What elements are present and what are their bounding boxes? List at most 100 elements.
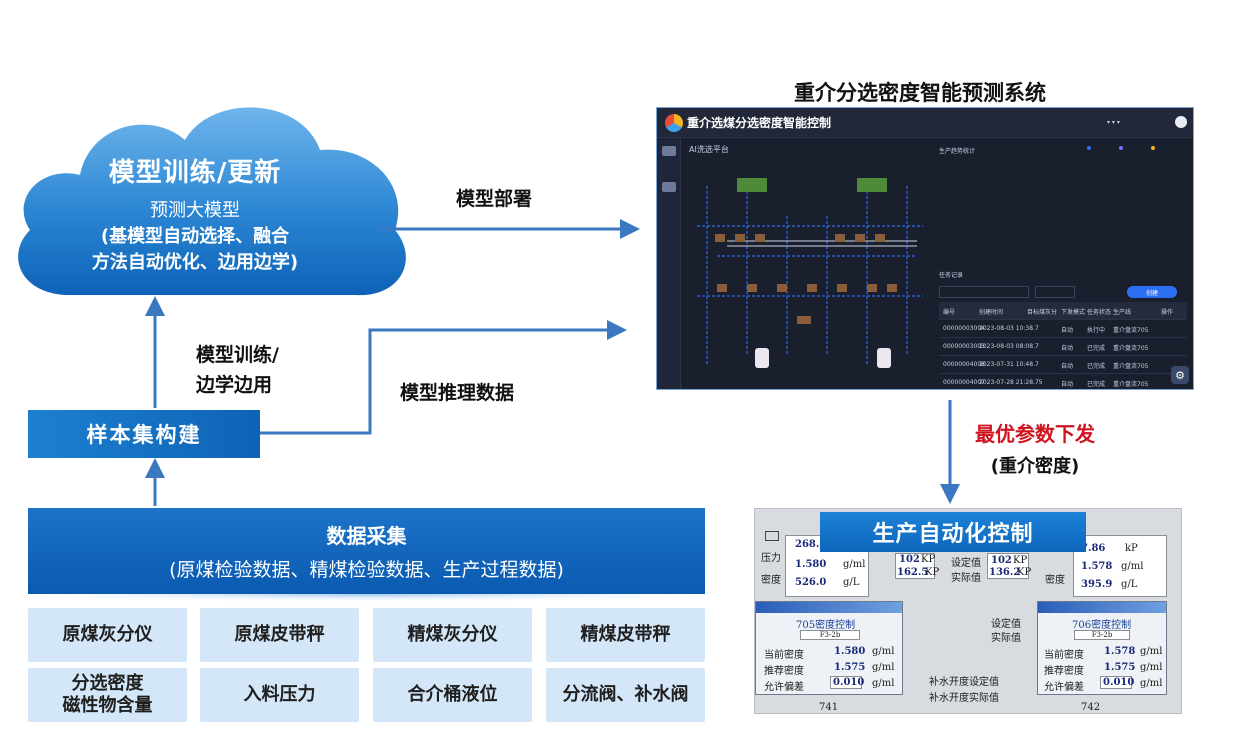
- value-recommended-density: 1.575: [1104, 662, 1136, 673]
- label-inference-data: 模型推理数据: [400, 382, 515, 404]
- unit: KP: [1017, 567, 1032, 578]
- cell-line: 重介盘流705: [1113, 327, 1149, 334]
- system-screenshot: 重介选煤分选密度智能控制 ▾ ▾ ▾ AI洗选平台 生产趋势统计: [656, 107, 1194, 390]
- avatar-icon: [1175, 116, 1187, 128]
- label-water-setpoint: 补水开度设定值: [929, 677, 999, 688]
- dialog-title: 705密度控制: [796, 620, 856, 631]
- source-tile-label: 分选密度: [71, 673, 144, 694]
- task-search-input[interactable]: [939, 286, 1029, 298]
- unit: KP: [1013, 555, 1028, 566]
- label-recommended-density: 推荐密度: [764, 666, 804, 677]
- label-tolerance: 允许偏差: [1044, 682, 1084, 693]
- unit: g/ml: [872, 662, 895, 673]
- source-tile: 原煤灰分仪: [28, 608, 187, 662]
- label-current-density: 当前密度: [764, 650, 804, 661]
- source-tile: 精煤皮带秤: [546, 608, 705, 662]
- cell-status: 已完成: [1087, 381, 1106, 388]
- cell-mode: 自动: [1061, 327, 1074, 334]
- source-tile: 分选密度 磁性物含量: [28, 668, 187, 722]
- label-density: 密度: [761, 575, 781, 586]
- screen-header: 重介选煤分选密度智能控制 ▾ ▾ ▾: [657, 108, 1193, 138]
- cell-line: 重介盘流705: [1113, 381, 1149, 388]
- settings-gear-icon[interactable]: ⚙: [1171, 366, 1189, 384]
- source-tile-label: 精煤皮带秤: [580, 624, 671, 645]
- legend-dot: [1151, 146, 1155, 150]
- dialog-titlebar[interactable]: [756, 602, 902, 613]
- tolerance-input[interactable]: 0.010: [1100, 676, 1134, 689]
- unit: g/L: [843, 577, 860, 588]
- label-setpoint: 设定值: [951, 558, 981, 569]
- unit: g/ml: [872, 678, 895, 689]
- source-tile-label: 精煤灰分仪: [407, 624, 498, 645]
- cell-line: 重介盘流705: [1113, 363, 1149, 370]
- source-tile: 精煤灰分仪: [373, 608, 532, 662]
- data-collection-subtitle: (原煤检验数据、精煤检验数据、生产过程数据): [169, 559, 564, 581]
- logo-icon: [665, 114, 683, 132]
- label-optimal-params-sub: (重介密度): [990, 456, 1080, 477]
- create-button[interactable]: 创建: [1127, 286, 1177, 298]
- unit: KP: [925, 567, 940, 578]
- value-pressure: 268.4: [795, 539, 827, 550]
- header-cell: 编号: [943, 309, 956, 316]
- value-level: 526.0: [795, 577, 827, 588]
- cell-line: 重介盘流705: [1113, 345, 1149, 352]
- unit: g/L: [1121, 579, 1138, 590]
- source-tile: 合介桶液位: [373, 668, 532, 722]
- list-icon: [662, 182, 676, 192]
- label-setpoint: 设定值: [991, 619, 1021, 630]
- screen-user-menu: ▾ ▾ ▾: [1107, 119, 1120, 126]
- valve-number: 742: [1081, 702, 1101, 713]
- header-cell: 生产线: [1113, 309, 1132, 316]
- mail-icon: [765, 531, 779, 541]
- unit: g/ml: [1140, 646, 1163, 657]
- cell-id: 00000004007: [943, 379, 985, 386]
- system-title: 重介分选密度智能预测系统: [794, 81, 1046, 105]
- value: 395.9: [1081, 579, 1113, 590]
- cell-time: 2023-08-03 10:38.7: [979, 325, 1039, 332]
- mid-value-box: [895, 553, 935, 579]
- unit: g/ml: [872, 646, 895, 657]
- table-row[interactable]: 00000004008 2023-07-31 10:48.7 自动 已完成 重介…: [939, 356, 1187, 374]
- header-cell: 下发模式: [1061, 309, 1086, 316]
- source-tile-label: 入料压力: [243, 684, 316, 705]
- tolerance-input[interactable]: 0.010: [830, 676, 864, 689]
- production-control-title: 生产自动化控制: [820, 512, 1086, 552]
- value: 162.5: [897, 567, 929, 578]
- dialog-titlebar[interactable]: [1038, 602, 1166, 613]
- right-value-panel: [1073, 535, 1167, 597]
- label-optimal-params: 最优参数下发: [975, 422, 1095, 446]
- valve-number: 741: [819, 702, 839, 713]
- table-row[interactable]: 00000003004 2023-08-03 10:38.7 自动 执行中 重介…: [939, 320, 1187, 338]
- value: 102: [899, 554, 920, 565]
- cell-id: 00000003004: [943, 325, 985, 332]
- dialog-tag: F3-2b: [1074, 630, 1130, 640]
- data-collection-title: 数据采集: [326, 524, 407, 548]
- cell-time: 2023-07-31 10:48.7: [979, 361, 1039, 368]
- cloud-subtitle: 预测大模型: [150, 200, 240, 221]
- platform-selector: AI洗选平台: [689, 145, 729, 154]
- cell-status: 执行中: [1087, 327, 1106, 334]
- label-density: 密度: [1045, 575, 1065, 586]
- header-cell: 目标煤灰分: [1027, 309, 1058, 316]
- source-tile-label: 原煤灰分仪: [62, 624, 153, 645]
- label-train-line1: 模型训练/: [196, 344, 279, 366]
- source-tile-label: 合介桶液位: [407, 684, 498, 705]
- value: 1.578: [1081, 561, 1113, 572]
- table-row[interactable]: 00000004007 2023-07-28 21:28.75 自动 已完成 重…: [939, 374, 1187, 389]
- banner-glow: [28, 594, 705, 608]
- label-actual: 实际值: [991, 633, 1021, 644]
- task-filter-select[interactable]: [1035, 286, 1075, 298]
- label-model-deploy: 模型部署: [456, 188, 533, 210]
- header-cell: 任务状态: [1087, 309, 1112, 316]
- density-control-dialog-706[interactable]: 706密度控制 F3-2b 当前密度 1.578 g/ml 推荐密度 1.575…: [1037, 601, 1167, 695]
- label-current-density: 当前密度: [1044, 650, 1084, 661]
- cell-mode: 自动: [1061, 363, 1074, 370]
- mid-value-box: [987, 553, 1029, 579]
- trend-title: 生产趋势统计: [939, 148, 976, 155]
- density-control-dialog-705[interactable]: 705密度控制 F3-2b 当前密度 1.580 g/ml 推荐密度 1.575…: [755, 601, 903, 695]
- source-tile: 原煤皮带秤: [200, 608, 359, 662]
- unit: kP: [1125, 543, 1138, 554]
- label-pressure: 压力: [761, 553, 781, 564]
- dialog-title: 706密度控制: [1072, 620, 1132, 631]
- table-row[interactable]: 00000003003 2023-08-03 08:08.7 自动 已完成 重介…: [939, 338, 1187, 356]
